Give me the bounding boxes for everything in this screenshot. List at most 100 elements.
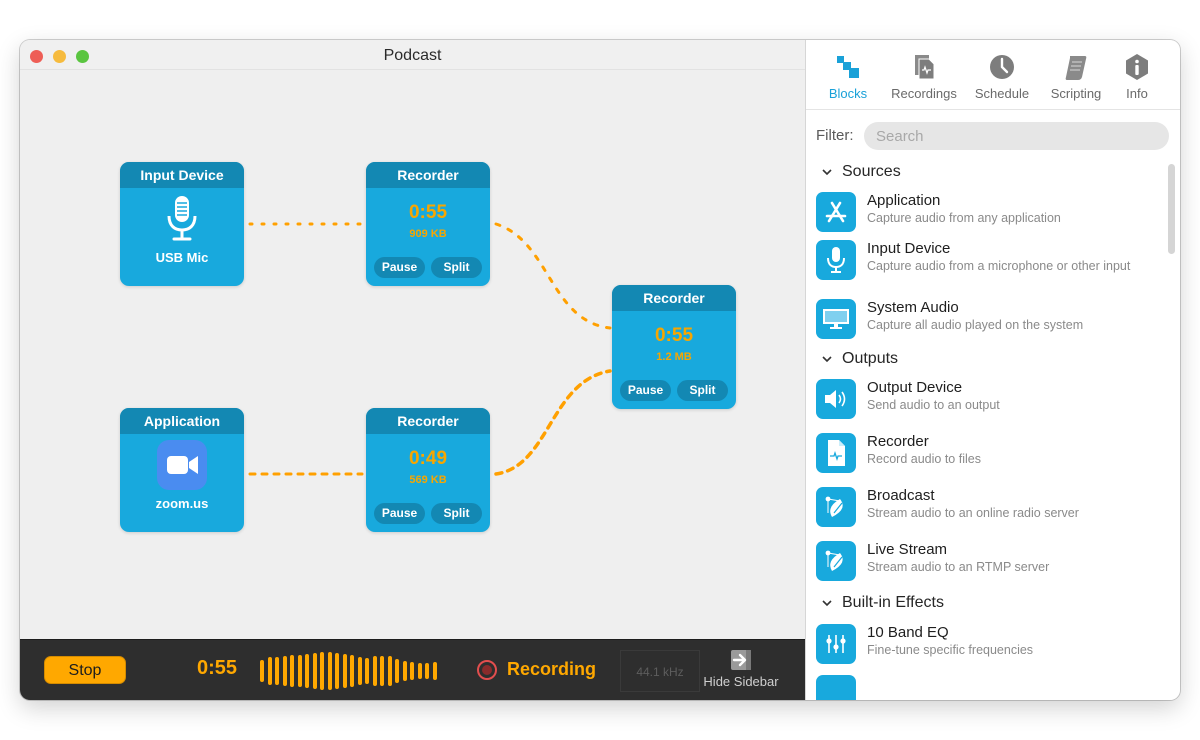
waveform-bar (327, 652, 332, 690)
item-description: Fine-tune specific frequencies (867, 643, 1034, 657)
stop-button[interactable]: Stop (44, 656, 126, 684)
split-button[interactable]: Split (431, 503, 482, 524)
split-button[interactable]: Split (431, 257, 482, 278)
hide-sidebar-label: Hide Sidebar (703, 674, 779, 689)
chevron-down-icon (822, 356, 832, 363)
library-item-input-device[interactable]: Input Device Capture audio from a microp… (806, 236, 1166, 297)
info-icon (1126, 54, 1148, 80)
waveform-bar (267, 657, 272, 685)
waveform-bar (417, 663, 422, 679)
sidebar-tabs: Blocks Recordings Schedule (806, 40, 1180, 110)
script-icon (1065, 56, 1087, 80)
library-item-application[interactable]: Application Capture audio from any appli… (806, 188, 1166, 236)
microphone-icon (120, 196, 244, 242)
recording-size: 569 KB (409, 474, 447, 486)
library-item-10-band-eq[interactable]: 10 Band EQ Fine-tune specific frequencie… (806, 619, 1166, 673)
split-button[interactable]: Split (677, 380, 728, 401)
speaker-icon (816, 379, 856, 419)
monitor-icon (816, 299, 856, 339)
satellite-dish-icon (816, 541, 856, 581)
tab-info[interactable]: Info (1097, 52, 1177, 101)
waveform-bar (275, 657, 279, 685)
tab-scripting[interactable]: Scripting (1036, 52, 1116, 101)
level-waveform (260, 652, 437, 690)
sidebar: Blocks Recordings Schedule (805, 40, 1180, 700)
zoom-window-button[interactable] (76, 50, 89, 63)
pause-button[interactable]: Pause (374, 257, 425, 278)
microphone-icon (816, 240, 856, 280)
waveform-bar (350, 655, 354, 687)
waveform-bar (372, 656, 377, 686)
application-block[interactable]: Application zoom.us (120, 408, 244, 532)
recorder-block[interactable]: Recorder 0:49 569 KB Pause Split (366, 408, 490, 532)
section-label: Built-in Effects (842, 594, 944, 611)
library-item-live-stream[interactable]: Live Stream Stream audio to an RTMP serv… (806, 537, 1166, 589)
item-description: Capture audio from a microphone or other… (867, 259, 1131, 273)
tab-blocks[interactable]: Blocks (808, 52, 888, 101)
waveform-bar (357, 657, 362, 685)
recorder-block[interactable]: Recorder 0:55 909 KB Pause Split (366, 162, 490, 286)
waveform-bar (320, 652, 324, 690)
pause-button[interactable]: Pause (374, 503, 425, 524)
block-library-list[interactable]: Sources Application Capture audio from a… (806, 158, 1166, 700)
blocks-icon (837, 56, 859, 78)
waveform-bar (305, 654, 309, 688)
zoom-app-icon (120, 440, 244, 490)
sidebar-scrollbar[interactable] (1168, 164, 1175, 254)
tab-label: Blocks (828, 86, 868, 101)
library-item-recorder[interactable]: Recorder Record audio to files (806, 429, 1166, 483)
recording-size: 1.2 MB (656, 351, 692, 363)
minimize-window-button[interactable] (53, 50, 66, 63)
item-name: System Audio (867, 299, 959, 316)
item-name: Input Device (867, 240, 951, 257)
library-item-partial[interactable] (806, 673, 1166, 700)
recordings-icon (915, 55, 935, 80)
block-canvas[interactable]: Input Device (20, 71, 805, 639)
recording-time: 0:55 (654, 325, 694, 346)
tab-label: Scripting (1050, 86, 1102, 101)
hide-sidebar-button[interactable]: Hide Sidebar (696, 650, 786, 698)
effect-icon (816, 675, 856, 700)
filter-label: Filter: (816, 127, 854, 144)
recording-status: Recording (507, 659, 597, 679)
library-item-output-device[interactable]: Output Device Send audio to an output (806, 375, 1166, 429)
pause-button[interactable]: Pause (620, 380, 671, 401)
search-input[interactable] (864, 122, 1169, 150)
item-description: Capture audio from any application (867, 211, 1061, 225)
transport-bar: Stop 0:55 Recording 44.1 kHz Hide Sideba… (20, 639, 805, 700)
item-name: Recorder (867, 433, 929, 450)
waveform-bar (402, 661, 407, 681)
section-sources[interactable]: Sources (806, 158, 1166, 188)
section-label: Outputs (842, 350, 899, 367)
item-description: Stream audio to an RTMP server (867, 560, 1050, 574)
library-item-broadcast[interactable]: Broadcast Stream audio to an online radi… (806, 483, 1166, 537)
waveform-bar (282, 656, 287, 686)
app-store-icon (816, 192, 856, 232)
wire-recorder-2-to-mix (494, 369, 612, 476)
tab-recordings[interactable]: Recordings (884, 52, 964, 101)
tab-schedule[interactable]: Schedule (962, 52, 1042, 101)
section-label: Sources (842, 163, 901, 180)
item-name: Live Stream (867, 541, 948, 558)
chevron-down-icon (822, 600, 832, 607)
app-window: Podcast Input Device (20, 40, 1180, 700)
main-area: Podcast Input Device (20, 40, 805, 700)
recording-indicator-icon (477, 660, 497, 680)
recording-time: 0:55 (408, 202, 448, 223)
recorder-block[interactable]: Recorder 0:55 1.2 MB Pause Split (612, 285, 736, 409)
close-window-button[interactable] (30, 50, 43, 63)
item-description: Send audio to an output (867, 398, 1000, 412)
block-caption: USB Mic (155, 250, 209, 265)
wire-recorder-1-to-mix (494, 222, 612, 330)
clock-icon (990, 55, 1014, 79)
elapsed-time: 0:55 (197, 657, 238, 679)
audio-file-icon (816, 433, 856, 473)
hide-sidebar-icon (731, 650, 751, 670)
tab-label: Schedule (974, 86, 1030, 101)
library-item-system-audio[interactable]: System Audio Capture all audio played on… (806, 297, 1166, 345)
recording-size: 909 KB (409, 228, 447, 240)
section-built-in-effects[interactable]: Built-in Effects (806, 589, 1166, 619)
title-bar: Podcast (20, 40, 805, 70)
input-device-block[interactable]: Input Device (120, 162, 244, 286)
section-outputs[interactable]: Outputs (806, 345, 1166, 375)
